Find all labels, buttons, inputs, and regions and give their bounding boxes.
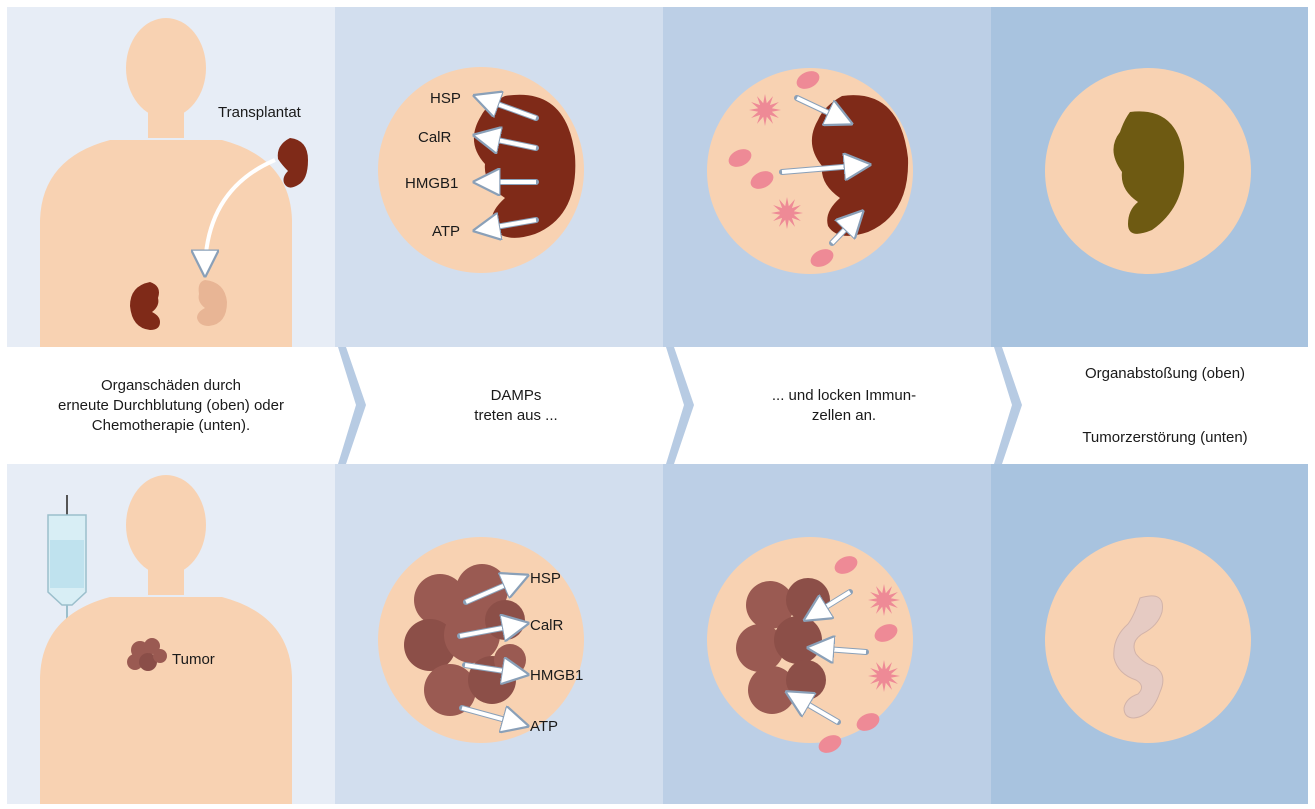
caption-step1-line2: erneute Durchblutung (oben) oder bbox=[58, 396, 284, 416]
transplant-label: Transplantat bbox=[218, 104, 302, 121]
damp-label-bottom-4: ATP bbox=[530, 718, 558, 735]
caption-step1-line3: Chemotherapie (unten). bbox=[58, 416, 284, 436]
caption-step1: Organschäden durch erneute Durchblutung … bbox=[7, 347, 335, 464]
damp-label-top-2: CalR bbox=[418, 129, 452, 146]
caption-step2: DAMPs treten aus ... bbox=[366, 347, 666, 464]
caption-step1-line1: Organschäden durch bbox=[58, 376, 284, 396]
tumor-label: Tumor bbox=[172, 651, 215, 668]
caption-step4-bottom: Tumorzerstörung (unten) bbox=[1022, 426, 1308, 450]
damp-label-top-1: HSP bbox=[430, 90, 461, 107]
caption-step2-line2: treten aus ... bbox=[474, 406, 557, 426]
damp-label-bottom-2: CalR bbox=[530, 617, 564, 634]
chevron-2 bbox=[666, 347, 694, 464]
damp-label-bottom-3: HMGB1 bbox=[530, 667, 583, 684]
damp-label-bottom-1: HSP bbox=[530, 570, 561, 587]
chevron-3 bbox=[994, 347, 1022, 464]
chevron-1 bbox=[338, 347, 366, 464]
caption-step4-top: Organabstoßung (oben) bbox=[1022, 362, 1308, 386]
caption-step3: ... und locken Immun- zellen an. bbox=[694, 347, 994, 464]
damp-label-top-3: HMGB1 bbox=[405, 175, 458, 192]
caption-step3-line1: ... und locken Immun- bbox=[772, 386, 916, 406]
caption-step2-line1: DAMPs bbox=[474, 386, 557, 406]
damp-label-top-4: ATP bbox=[432, 223, 460, 240]
caption-step3-line2: zellen an. bbox=[772, 406, 916, 426]
